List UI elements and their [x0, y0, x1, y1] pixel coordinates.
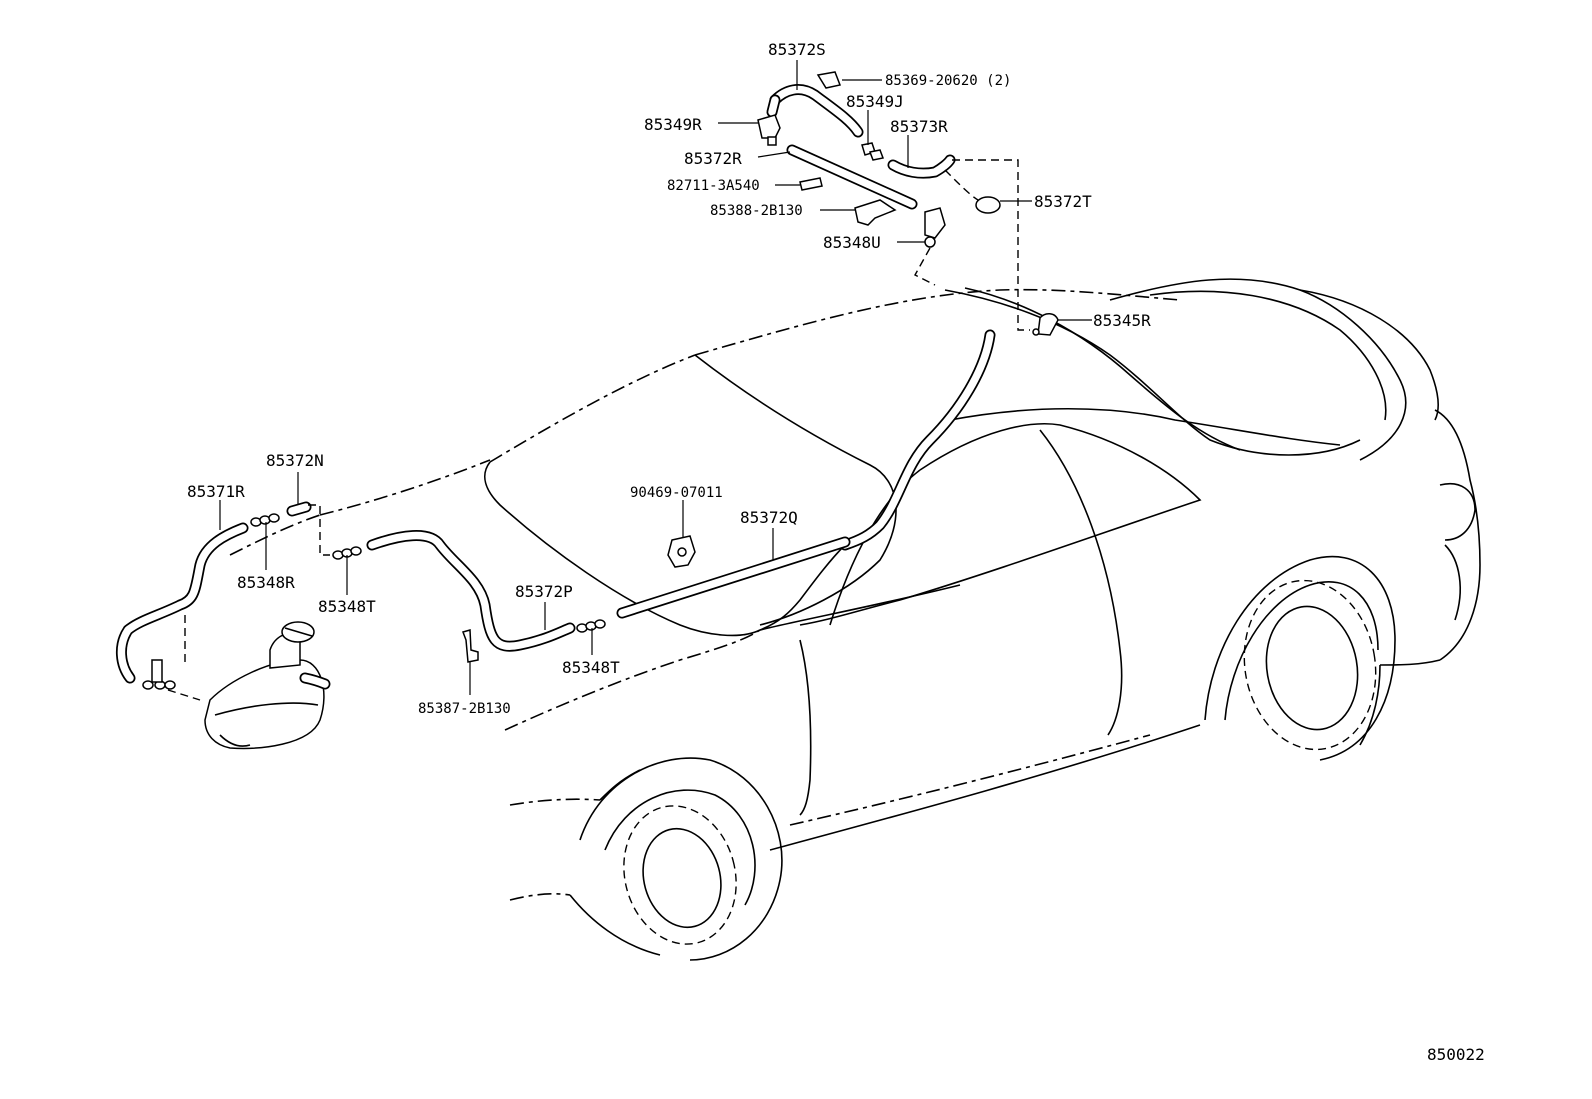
label-85348U: 85348U — [823, 233, 881, 252]
figure-number: 850022 — [1427, 1045, 1485, 1064]
label-85348T-upper: 85348T — [318, 597, 376, 616]
connector-85348T-lower — [576, 619, 606, 633]
label-85371R: 85371R — [187, 482, 245, 501]
washer-hose-route — [116, 329, 996, 701]
label-85372N: 85372N — [266, 451, 324, 470]
connector-85348R — [250, 513, 280, 527]
label-85372T: 85372T — [1034, 192, 1092, 211]
rear-wheel — [1204, 555, 1396, 761]
label-85349J: 85349J — [846, 92, 904, 111]
label-85345R: 85345R — [1093, 311, 1151, 330]
label-85373R: 85373R — [890, 117, 948, 136]
label-85372S: 85372S — [768, 40, 826, 59]
leader-lines — [219, 60, 1092, 695]
bracket-85387 — [462, 629, 479, 663]
hose-connectors — [142, 513, 606, 690]
label-85348R: 85348R — [237, 573, 295, 592]
label-85387-2B130: 85387-2B130 — [418, 701, 511, 717]
label-85372P: 85372P — [515, 582, 573, 601]
connector-85348T-upper — [332, 546, 362, 560]
label-90469-07011: 90469-07011 — [630, 485, 723, 501]
rear-washer-assembly — [757, 71, 1059, 336]
label-85369-20620: 85369-20620 (2) — [885, 73, 1011, 89]
label-85372R: 85372R — [684, 149, 742, 168]
clip-90469 — [667, 535, 696, 568]
label-85372Q: 85372Q — [740, 508, 798, 527]
label-85349R: 85349R — [644, 115, 702, 134]
label-82711-3A540: 82711-3A540 — [667, 178, 760, 194]
label-85348T-lower: 85348T — [562, 658, 620, 677]
part-labels: 85372S 85369-20620 (2) 85349J 85349R 853… — [187, 40, 1151, 717]
label-85388-2B130: 85388-2B130 — [710, 203, 803, 219]
front-wheel — [579, 757, 783, 961]
washer-tank — [151, 621, 331, 750]
car-body-outline — [229, 278, 1481, 961]
